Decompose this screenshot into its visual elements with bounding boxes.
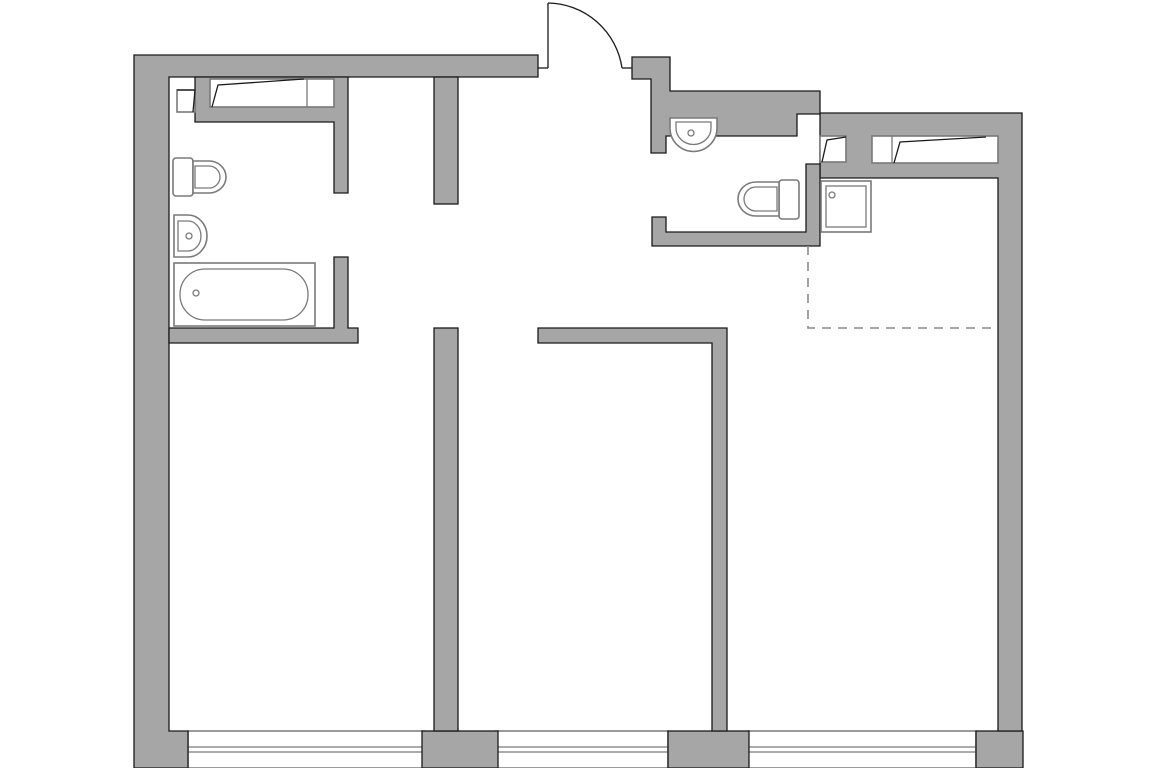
hall-wall-top: [433, 76, 459, 205]
sink-wc: [669, 117, 718, 153]
bathtub: [173, 262, 316, 327]
window-middle: [495, 730, 669, 768]
wall-pier-1: [421, 730, 499, 768]
cabinet-left: [209, 78, 335, 108]
wall-pier-3: [975, 730, 1024, 768]
shower-tray: [820, 180, 872, 233]
ventilation-shaft-left: [176, 89, 196, 113]
toilet-bathroom: [172, 157, 227, 197]
entrance-jamb: [631, 56, 821, 154]
outer-wall-left: [133, 54, 539, 768]
window-right: [747, 730, 977, 768]
ventilation-shaft-right: [819, 135, 847, 163]
partition-left: [433, 327, 459, 732]
toilet-wc: [737, 179, 800, 220]
window-left: [187, 730, 425, 768]
bathroom-bottom-wall: [168, 256, 359, 344]
cabinet-right: [871, 135, 999, 164]
sink-bathroom: [173, 214, 208, 258]
entrance-door[interactable]: [538, 2, 632, 69]
partition-right: [537, 327, 728, 732]
wc-wall-stub: [651, 163, 821, 247]
wall-pier-2: [667, 730, 750, 768]
zone-boundary-dashed: [807, 246, 998, 329]
